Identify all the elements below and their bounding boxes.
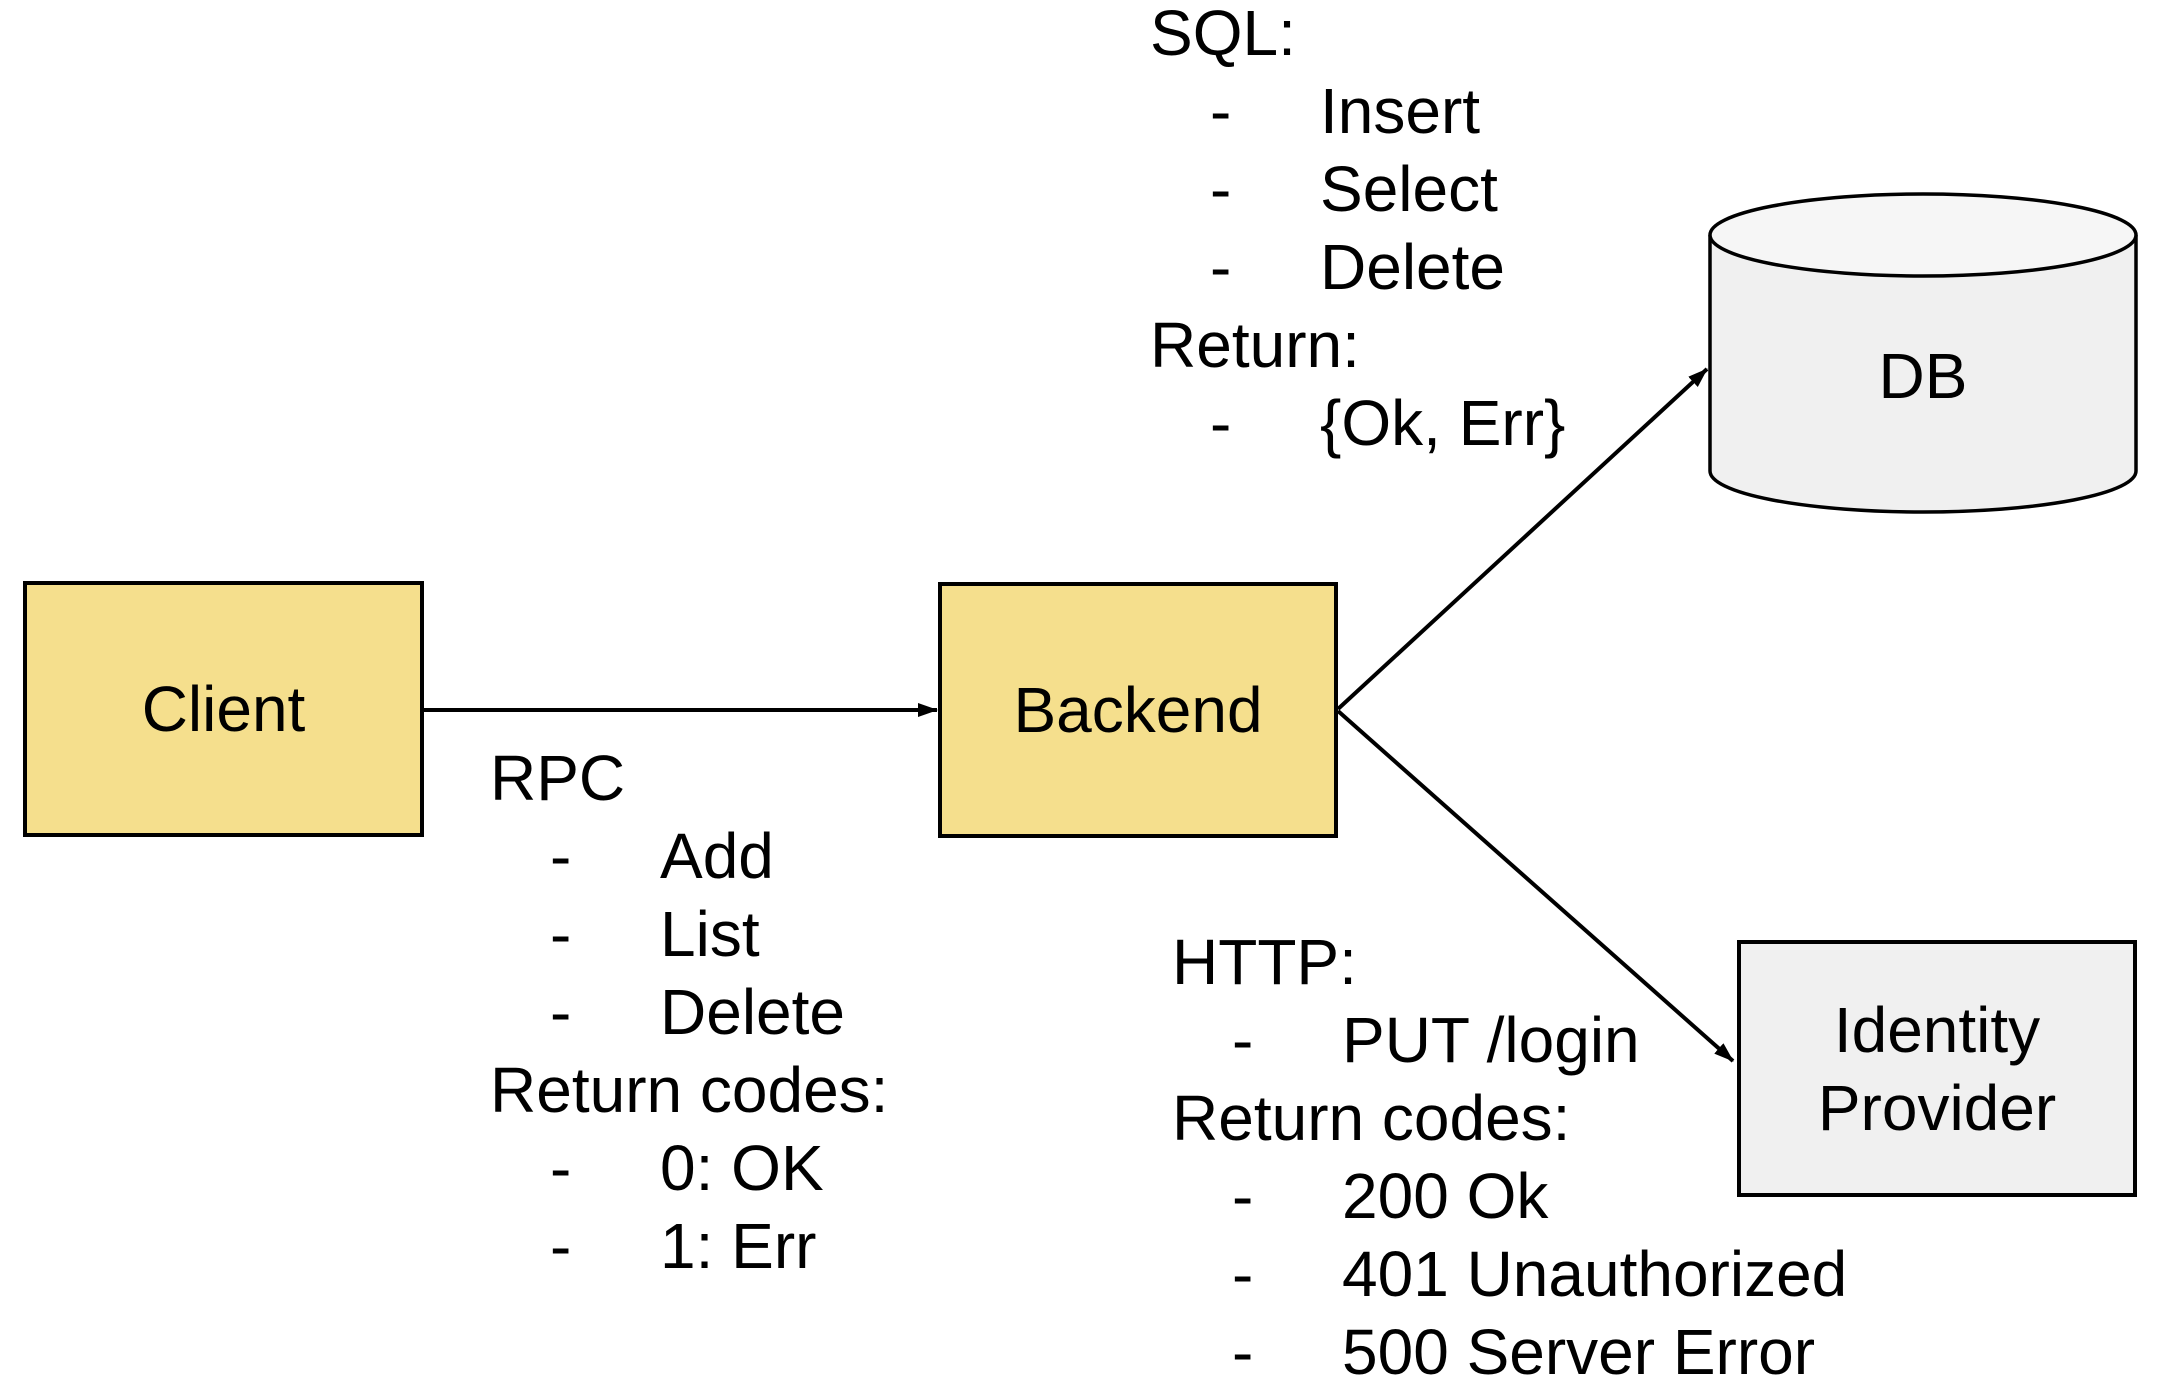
db-node <box>1708 192 2138 514</box>
annotation-line-bullet: - 0: OK <box>490 1129 888 1207</box>
annotation-line-bullet: - Insert <box>1150 72 1565 150</box>
annotation-line-header: SQL: <box>1150 0 1296 69</box>
bullet-text: 200 Ok <box>1342 1160 1549 1232</box>
bullet-dash: - <box>1210 231 1232 303</box>
annotation-line-bullet: - Delete <box>1150 228 1565 306</box>
bullet-dash: - <box>1232 1004 1254 1076</box>
backend-label: Backend <box>1013 674 1263 746</box>
annotation-line-bullet: - Delete <box>490 973 888 1051</box>
annotation-line-bullet: - 200 Ok <box>1172 1157 1847 1235</box>
annotation-line-bullet: - PUT /login <box>1172 1001 1847 1079</box>
annotation-line-header: HTTP: <box>1172 926 1357 998</box>
annotation-line-header: Return: <box>1150 309 1360 381</box>
annotation-line-bullet: - Add <box>490 817 888 895</box>
bullet-text: 0: OK <box>660 1132 824 1204</box>
bullet-text: Add <box>660 820 774 892</box>
bullet-dash: - <box>1210 75 1232 147</box>
bullet-dash: - <box>1210 387 1232 459</box>
bullet-text: 500 Server Error <box>1342 1316 1816 1388</box>
bullet-dash: - <box>1232 1160 1254 1232</box>
annotation-line-bullet: - 401 Unauthorized <box>1172 1235 1847 1313</box>
bullet-dash: - <box>550 820 572 892</box>
annotation-line-bullet: - {Ok, Err} <box>1150 384 1565 462</box>
annotation-line-bullet: - List <box>490 895 888 973</box>
bullet-text: PUT /login <box>1342 1004 1640 1076</box>
bullet-text: Select <box>1320 153 1498 225</box>
bullet-dash: - <box>550 1132 572 1204</box>
bullet-dash: - <box>1232 1316 1254 1388</box>
bullet-dash: - <box>550 976 572 1048</box>
annotation-line-header: RPC <box>490 742 626 814</box>
annotation-line-bullet: - 500 Server Error <box>1172 1313 1847 1391</box>
bullet-text: Delete <box>660 976 845 1048</box>
bullet-text: {Ok, Err} <box>1320 387 1566 459</box>
annotation-line-header: Return codes: <box>1172 1082 1571 1154</box>
annotation-line-header: Return codes: <box>490 1054 889 1126</box>
client-label: Client <box>141 673 306 745</box>
db-cylinder-body <box>1708 235 2138 514</box>
annotation-line-bullet: - 1: Err <box>490 1207 888 1285</box>
bullet-text: 401 Unauthorized <box>1342 1238 1848 1310</box>
bullet-text: Insert <box>1320 75 1481 147</box>
bullet-dash: - <box>1232 1238 1254 1310</box>
annotation-line-bullet: - Select <box>1150 150 1565 228</box>
client-node: Client <box>23 581 424 837</box>
bullet-text: Delete <box>1320 231 1505 303</box>
bullet-dash: - <box>550 1210 572 1282</box>
db-cylinder-top <box>1708 192 2138 278</box>
identity-provider-node: Identity Provider <box>1737 940 2137 1197</box>
bullet-dash: - <box>550 898 572 970</box>
bullet-dash: - <box>1210 153 1232 225</box>
bullet-text: List <box>660 898 760 970</box>
identity-provider-label: Identity Provider <box>1817 993 2057 1144</box>
db-label: DB <box>1878 340 1968 412</box>
bullet-text: 1: Err <box>660 1210 817 1282</box>
backend-node: Backend <box>938 582 1338 838</box>
